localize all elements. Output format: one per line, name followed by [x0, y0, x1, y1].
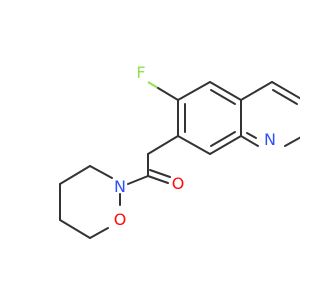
bond-f-c6-2 — [157, 87, 179, 101]
bond-c7-c8 — [147, 135, 179, 155]
atom-n-quinoline: N — [264, 130, 276, 149]
bond-carbonyl-o — [147, 175, 169, 184]
bond-c2-n1 — [284, 136, 300, 147]
bond-c8a-c8-inner — [210, 131, 236, 147]
bond-c-c-3 — [59, 219, 91, 239]
atom-n-oxazinane: N — [114, 177, 126, 196]
bond-n1-c8a — [240, 135, 259, 147]
atom-o-carbonyl: O — [172, 174, 185, 193]
bond-c5-c4a — [209, 81, 242, 101]
bond-f-c6 — [147, 81, 159, 89]
bond-c4a-c4 — [240, 81, 273, 101]
bond-c8a-c8 — [209, 135, 242, 155]
bond-c-c-1 — [59, 165, 91, 185]
bond-c-o — [89, 227, 109, 239]
bond-n1-c8a-inner — [246, 132, 257, 139]
molecule-diagram: F N O N O — [59, 63, 300, 239]
bond-c5-c4a-inner — [210, 89, 236, 105]
bond-n-c — [89, 165, 113, 179]
bond-c4-c3 — [271, 81, 300, 100]
bond-carbonyl-n — [127, 175, 149, 185]
bond-carbonyl-o-double — [149, 169, 171, 178]
atom-o-oxazinane: O — [114, 210, 127, 229]
bond-c4-c3-inner — [272, 89, 298, 105]
atom-f: F — [136, 63, 145, 82]
structure-canvas: F N O N O — [59, 63, 300, 239]
bond-c6-c5 — [177, 81, 211, 101]
bond-c8-c8a — [177, 135, 211, 155]
